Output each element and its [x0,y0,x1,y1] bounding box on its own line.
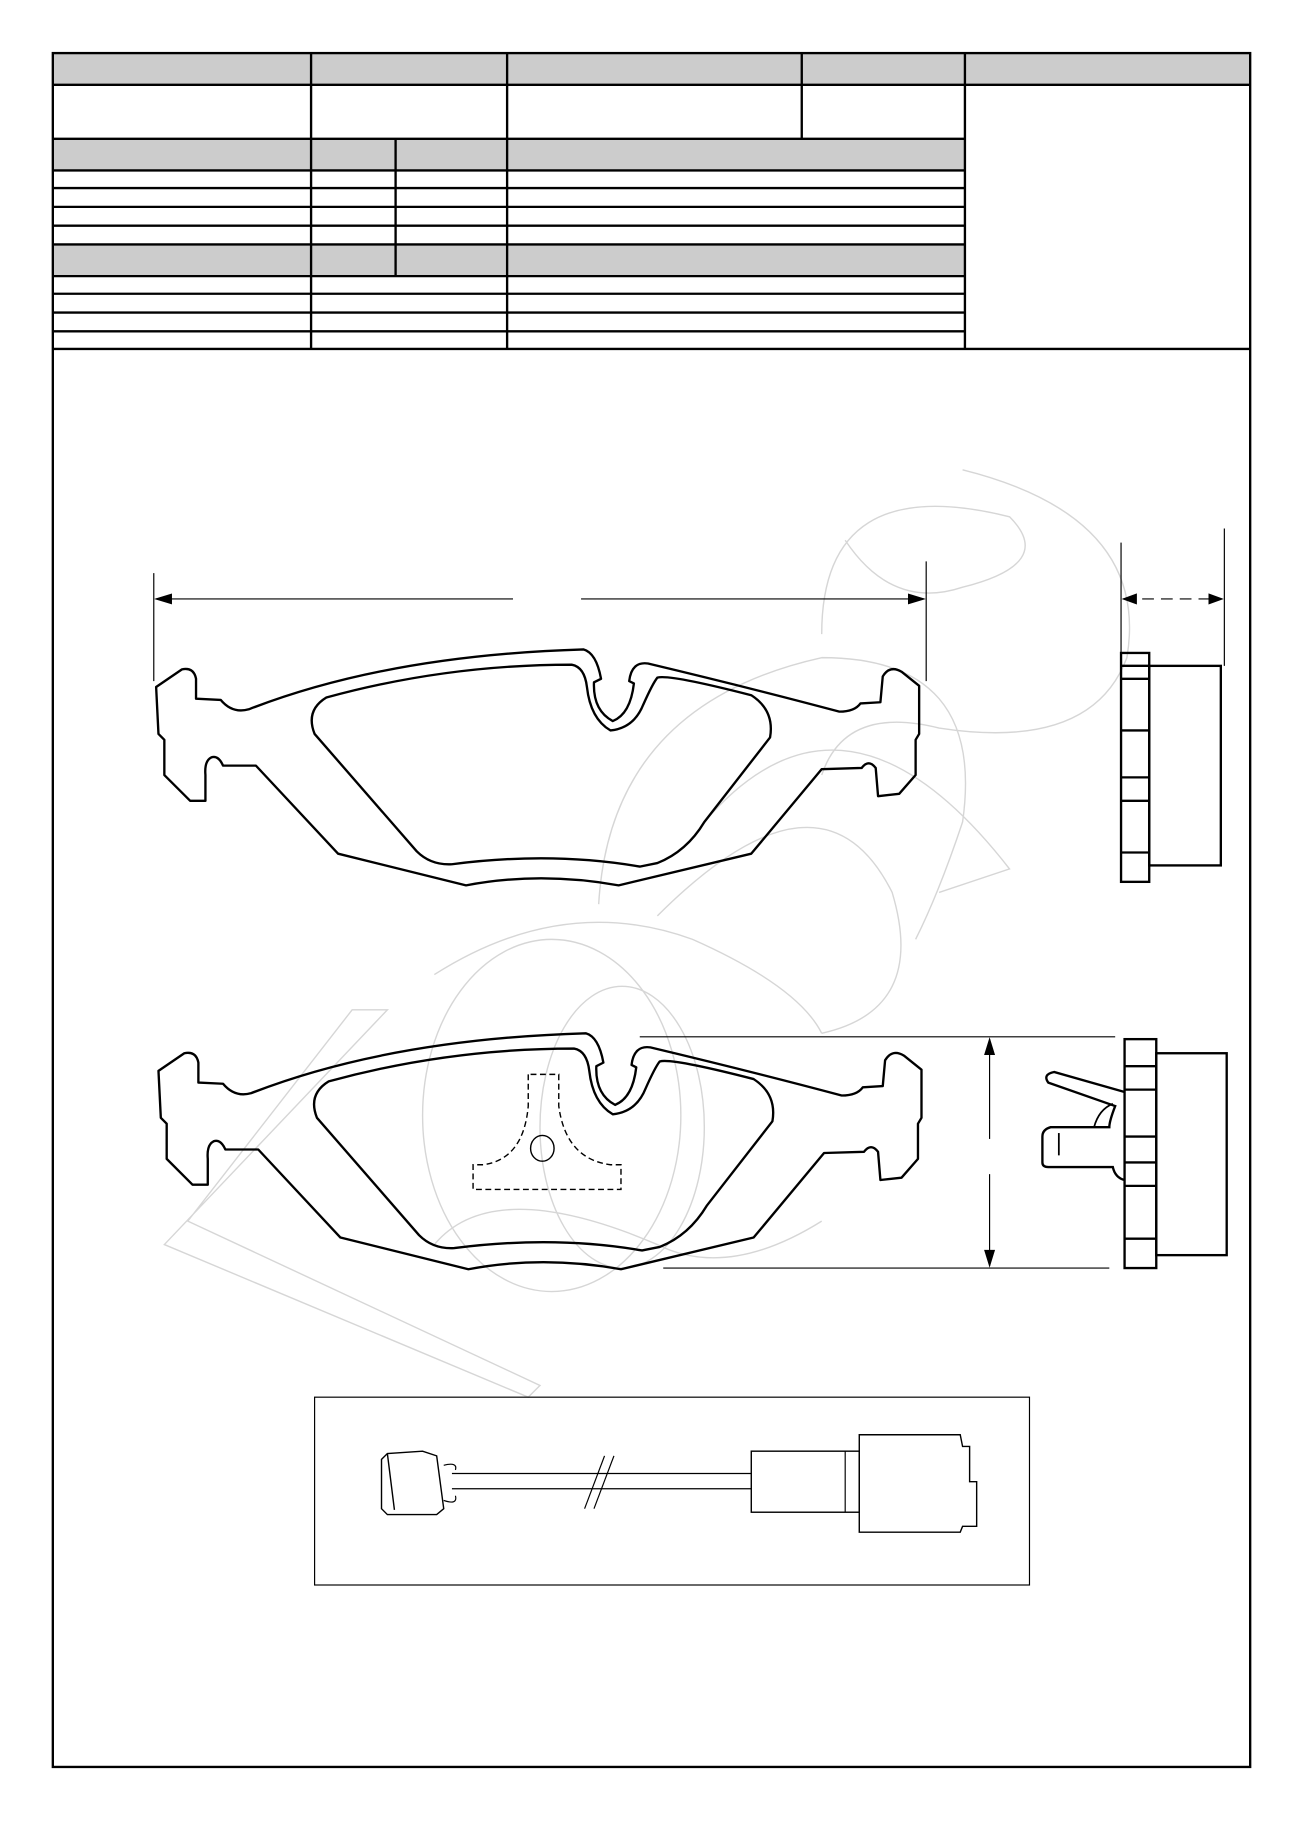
title-block-table [51,51,1252,1769]
brake-pad-front-view [154,648,921,887]
width-dimension [153,561,927,682]
height-dimension [639,1036,1116,1269]
watermark-logo [163,469,1131,1399]
brake-pad-side-view-with-clip [1041,1037,1228,1270]
brake-pad-side-view [1119,651,1223,884]
wear-sensor-drawing [314,1396,1031,1586]
sensor-clip [380,1450,445,1516]
sensor-frame [314,1396,1031,1586]
thickness-dimension [1120,528,1225,666]
brake-pad-front-view-with-sensor [157,1032,923,1271]
sensor-connector [750,1450,860,1513]
sensor-plug [858,1434,978,1533]
